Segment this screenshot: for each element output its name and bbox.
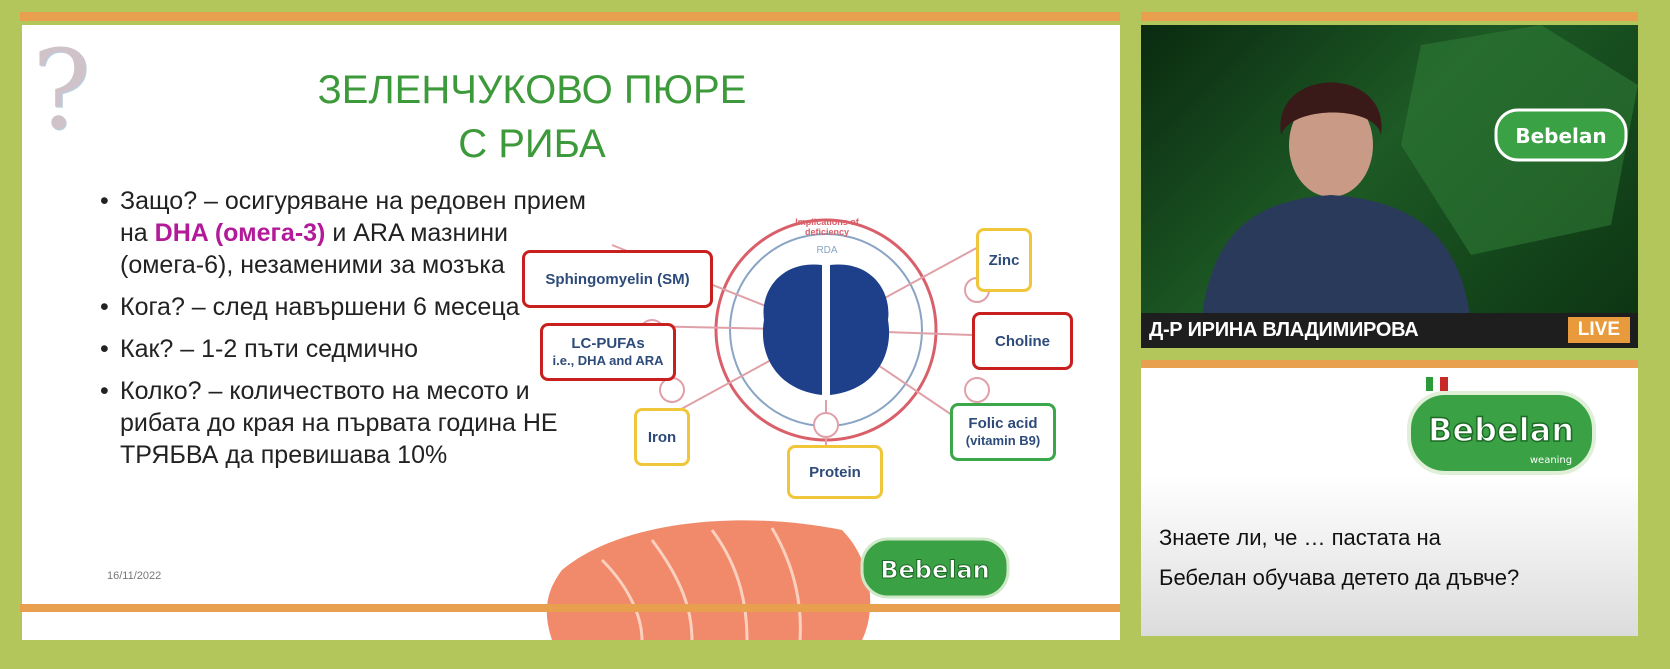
bullet-when: Кога? – след навършени 6 месеца [100, 291, 600, 323]
nutrient-choline: Choline [972, 312, 1073, 370]
title-line-2: С РИБА [458, 122, 606, 166]
speaker-video: Bebelan [1141, 25, 1638, 325]
info-orange-bar [1141, 360, 1638, 368]
bebelan-weaning-logo: Bebelan weaning [1407, 377, 1596, 475]
live-badge: LIVE [1567, 317, 1630, 343]
presentation-slide: ? ЗЕЛЕНЧУКОВО ПЮРЕ С РИБА Защо? – осигур… [22, 25, 1120, 640]
info-line-1: Знаете ли, че … пастата на [1159, 525, 1441, 550]
svg-text:Bebelan: Bebelan [1428, 411, 1574, 449]
ring-inner-label: RDA [816, 245, 838, 256]
slide-title: ЗЕЛЕНЧУКОВО ПЮРЕ С РИБА [272, 63, 792, 171]
nutrient-iron: Iron [634, 408, 690, 466]
dha-highlight: DHA (омега-3) [154, 219, 326, 247]
top-orange-bar-left [20, 12, 1120, 21]
svg-text:Bebelan: Bebelan [880, 556, 990, 584]
salmon-fillet-image [546, 520, 871, 640]
bullet-list: Защо? – осигуряване на редовен прием на … [100, 185, 600, 481]
bebelan-logo-video: Bebelan [1515, 124, 1606, 148]
svg-text:weaning: weaning [1530, 455, 1572, 466]
nutrient-protein: Protein [787, 445, 883, 499]
ring-outer-label: Implications of deficiency [795, 217, 859, 237]
top-orange-bar-right [1141, 12, 1638, 21]
speaker-name: Д-Р ИРИНА ВЛАДИМИРОВА [1149, 319, 1419, 341]
nutrient-sphingomyelin: Sphingomyelin (SM) [522, 250, 713, 308]
info-panel: Bebelan weaning Знаете ли, че … пастата … [1141, 368, 1638, 636]
bullet-how: Как? – 1-2 пъти седмично [100, 333, 600, 365]
slide-date: 16/11/2022 [107, 570, 162, 582]
question-mark-icon: ? [32, 26, 91, 154]
nutrient-folic-acid: Folic acid(vitamin B9) [950, 403, 1056, 461]
brain-nutrients-diagram: Implications of deficiency RDA Sphingomy… [502, 205, 1142, 535]
title-line-1: ЗЕЛЕНЧУКОВО ПЮРЕ [317, 68, 747, 112]
info-line-2: Бебелан обучава детето да дъвче? [1159, 565, 1520, 590]
bebelan-logo-slide: Bebelan [860, 537, 1010, 599]
speaker-lower-third: Д-Р ИРИНА ВЛАДИМИРОВА LIVE [1141, 313, 1638, 348]
bottom-orange-bar [20, 604, 1120, 612]
speaker-video-frame: Bebelan [1201, 25, 1638, 325]
bullet-why: Защо? – осигуряване на редовен прием на … [100, 185, 600, 281]
bullet-how-much: Колко? – количеството на месото и рибата… [100, 375, 600, 471]
nutrient-zinc: Zinc [976, 228, 1032, 292]
info-message: Знаете ли, че … пастата на Бебелан обуча… [1159, 518, 1519, 598]
